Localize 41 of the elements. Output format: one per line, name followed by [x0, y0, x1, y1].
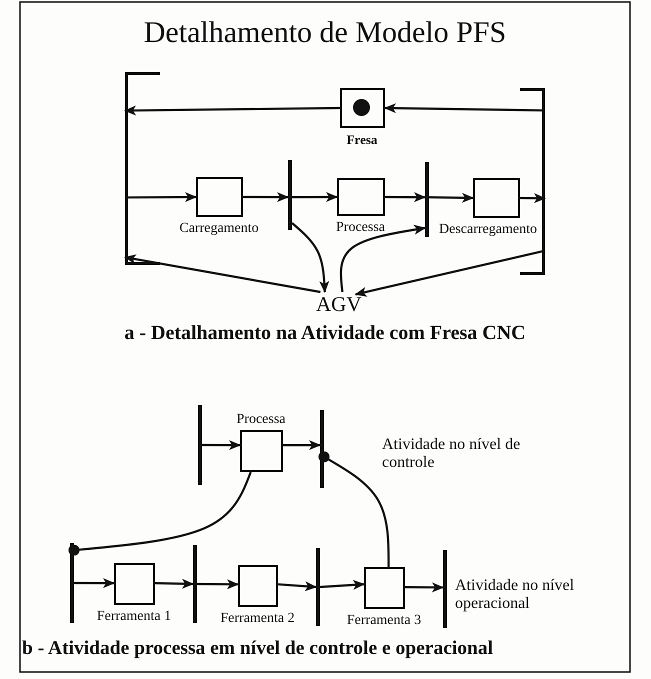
- arrow: [320, 580, 365, 590]
- distributor-bar: [425, 162, 429, 237]
- distributor-bar: [320, 410, 324, 488]
- activity-label: Ferramenta 2: [220, 611, 295, 627]
- arrow: [154, 578, 194, 589]
- arrow: [385, 192, 426, 202]
- arrow: [405, 582, 444, 592]
- arrow: [197, 579, 239, 590]
- activity-label: Ferramenta 1: [96, 609, 172, 625]
- activity-label: Processa: [336, 220, 385, 236]
- caption: a - Detalhamento na Atividade com Fresa CNC: [123, 322, 527, 345]
- arrow: [292, 192, 338, 202]
- annotation-text: Atividade no nível de controle: [382, 436, 522, 473]
- arrow: [124, 105, 340, 116]
- arrow: [125, 192, 197, 202]
- activity-label: Carregamento: [179, 221, 259, 237]
- activity-label: Descarregamento: [439, 222, 537, 238]
- caption: b - Atividade processa em nível de controle e operacional: [22, 638, 494, 660]
- diagram-title: Detalhamento de Modelo PFS: [142, 16, 508, 50]
- arrow: [243, 192, 289, 202]
- distributor-bar: [70, 543, 74, 623]
- arrow: [291, 222, 330, 293]
- arrow: [283, 440, 321, 450]
- node-label: AGV: [316, 292, 360, 316]
- distributor-bar: [198, 405, 202, 485]
- arrow: [340, 224, 426, 292]
- arrow: [520, 193, 546, 204]
- arrow: [428, 192, 474, 203]
- arrow: [202, 440, 241, 450]
- arrow: [74, 578, 115, 588]
- activity-label: Ferramenta 3: [346, 613, 422, 629]
- bracket: [125, 72, 160, 265]
- distributor-bar: [288, 160, 292, 230]
- distributor-bar: [193, 545, 197, 623]
- annotation-text: Atividade no nível operacional: [455, 577, 576, 614]
- arrow: [278, 581, 317, 592]
- distributor-bar: [443, 550, 447, 628]
- distributor-bar: [316, 548, 320, 626]
- activity-label: Processa: [236, 412, 286, 428]
- activity-label: Fresa: [346, 132, 378, 148]
- arrow: [124, 254, 321, 294]
